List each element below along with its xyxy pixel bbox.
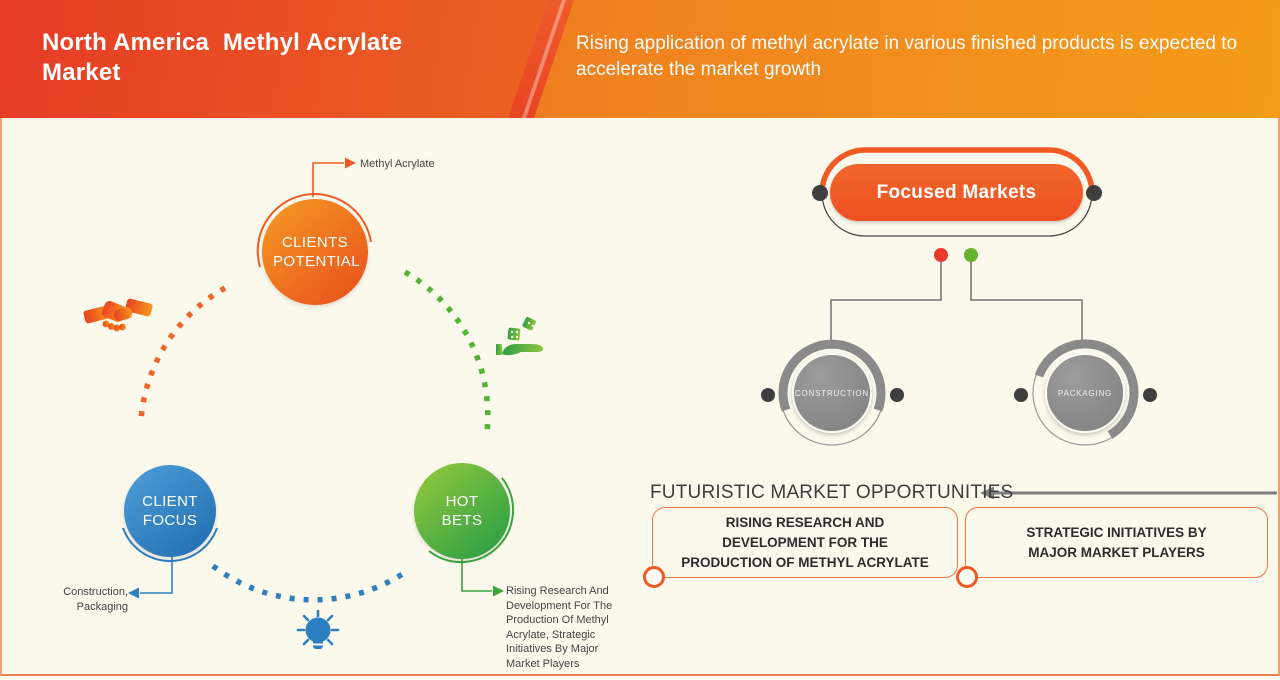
opportunities-arrowhead xyxy=(980,486,994,500)
page-title-line1: North America Methyl Acrylate xyxy=(42,29,403,56)
packaging-dot-left xyxy=(1014,388,1028,402)
header-left-gradient xyxy=(0,0,548,118)
stem-packaging xyxy=(970,262,1083,341)
connector-methyl-acrylate xyxy=(312,162,344,197)
construction-label: CONSTRUCTION xyxy=(794,388,870,398)
hot-bets-node: HOT BETS xyxy=(414,463,510,559)
pill-end-dot-right xyxy=(1086,185,1102,201)
construction-thick-arc xyxy=(778,339,886,412)
hot-bets-label: HOT BETS xyxy=(441,493,483,529)
accent-arc-blue xyxy=(122,527,218,562)
accent-arc-green xyxy=(428,477,515,564)
hot-bets-callout: Rising Research And Development For The … xyxy=(506,585,613,670)
client-focus-label: CLIENT FOCUS xyxy=(142,493,198,529)
dice-hand-icon xyxy=(496,316,544,356)
dotted-arc-blue xyxy=(211,563,406,603)
pill-bottom-arc xyxy=(821,192,1093,237)
page-title: North America Methyl Acrylate Market xyxy=(42,28,402,88)
clients-potential-node: CLIENTS POTENTIAL xyxy=(262,199,368,305)
focused-markets-title: Focused Markets xyxy=(876,181,1037,203)
focused-markets-pill: Focused Markets xyxy=(830,164,1083,221)
lightbulb-icon xyxy=(296,609,340,649)
opportunity-box-1: RISING RESEARCH AND DEVELOPMENT FOR THE … xyxy=(643,507,958,588)
page-title-line2: Market xyxy=(42,59,121,86)
header-subtitle: Rising application of methyl acrylate in… xyxy=(576,33,1238,80)
opportunity-1-text: RISING RESEARCH AND DEVELOPMENT FOR THE … xyxy=(681,514,929,570)
packaging-node: PACKAGING xyxy=(1045,353,1125,433)
construction-node: CONSTRUCTION xyxy=(792,353,872,433)
pill-top-arc xyxy=(819,147,1095,196)
construction-dot-right xyxy=(890,388,904,402)
packaging-thick-arc xyxy=(1034,339,1139,439)
opportunities-heading: FUTURISTIC MARKET OPPORTUNITIES xyxy=(650,482,1014,503)
arrowhead-hot-bets xyxy=(493,585,504,597)
handshake-icon xyxy=(83,298,153,332)
accent-arc-orange xyxy=(256,193,372,268)
connector-hot-bets xyxy=(461,557,492,592)
clients-potential-label: CLIENTS POTENTIAL xyxy=(273,234,360,270)
packaging-label: PACKAGING xyxy=(1057,388,1113,398)
construction-dot-left xyxy=(761,388,775,402)
dotted-arc-orange xyxy=(138,285,227,421)
stem-dot-red xyxy=(934,248,948,262)
packaging-dot-right xyxy=(1143,388,1157,402)
stem-construction xyxy=(830,262,942,341)
arrowhead-methyl-acrylate xyxy=(345,157,356,169)
header-banner: North America Methyl Acrylate Market Ris… xyxy=(0,0,1280,118)
connector-client-focus xyxy=(140,556,173,594)
opportunity-2-ring xyxy=(956,566,978,588)
opportunity-1-ring xyxy=(643,566,665,588)
client-focus-node: CLIENT FOCUS xyxy=(124,465,216,557)
pill-end-dot-left xyxy=(812,185,828,201)
client-focus-callout: Construction, Packaging xyxy=(63,586,128,613)
stem-dot-green xyxy=(964,248,978,262)
dotted-arc-green xyxy=(403,269,491,433)
clients-potential-callout: Methyl Acrylate xyxy=(360,158,435,170)
opportunity-box-2: STRATEGIC INITIATIVES BY MAJOR MARKET PL… xyxy=(956,507,1268,588)
arrowhead-client-focus xyxy=(128,587,139,599)
opportunity-2-text: STRATEGIC INITIATIVES BY MAJOR MARKET PL… xyxy=(1026,524,1207,560)
